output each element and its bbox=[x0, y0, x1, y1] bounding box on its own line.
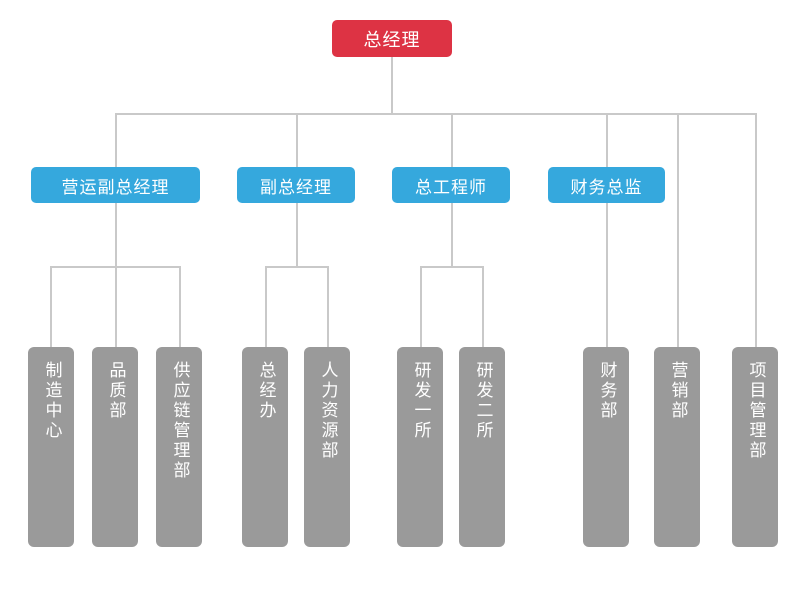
connector-stem-fuzong bbox=[296, 202, 298, 266]
node-dept-human-resources[interactable]: 人力资源部 bbox=[304, 347, 350, 547]
node-dept-gm-office[interactable]: 总经办 bbox=[242, 347, 288, 547]
node-level2-cfo[interactable]: 财务总监 bbox=[548, 167, 665, 203]
node-label: 财务总监 bbox=[570, 177, 643, 198]
connector-drop-fuzong bbox=[296, 113, 298, 167]
connector-drop-yanfaersuo bbox=[482, 266, 484, 347]
node-dept-manufacturing-center[interactable]: 制造中心 bbox=[28, 347, 74, 547]
connector-main-bus bbox=[115, 113, 756, 115]
node-label: 总经理 bbox=[363, 29, 421, 51]
node-label: 副总经理 bbox=[260, 177, 332, 198]
node-label: 人力资源部 bbox=[317, 361, 338, 461]
node-label: 营销部 bbox=[667, 361, 688, 421]
connector-stem-yunying bbox=[115, 202, 117, 266]
node-level2-operations-vp[interactable]: 营运副总经理 bbox=[31, 167, 200, 203]
node-label: 供应链管理部 bbox=[169, 361, 190, 481]
connector-drop-yanfayisuo bbox=[420, 266, 422, 347]
connector-stem-gongchengshi bbox=[451, 202, 453, 266]
connector-drop-xiangmuguanli bbox=[755, 113, 757, 347]
node-dept-rnd-institute-1[interactable]: 研发一所 bbox=[397, 347, 443, 547]
connector-drop-zhizaozhongxin bbox=[50, 266, 52, 347]
node-level2-chief-engineer[interactable]: 总工程师 bbox=[392, 167, 510, 203]
node-label: 项目管理部 bbox=[745, 361, 766, 461]
node-dept-supply-chain-management[interactable]: 供应链管理部 bbox=[156, 347, 202, 547]
connector-drop-yingxiaobu bbox=[677, 113, 679, 347]
connector-drop-gongchengshi bbox=[451, 113, 453, 167]
connector-root-stem bbox=[391, 57, 393, 113]
node-dept-quality[interactable]: 品质部 bbox=[92, 347, 138, 547]
node-label: 品质部 bbox=[105, 361, 126, 421]
node-label: 研发一所 bbox=[410, 361, 431, 441]
node-dept-marketing[interactable]: 营销部 bbox=[654, 347, 700, 547]
node-dept-rnd-institute-2[interactable]: 研发二所 bbox=[459, 347, 505, 547]
node-label: 制造中心 bbox=[41, 361, 62, 441]
connector-drop-zongjingban bbox=[265, 266, 267, 347]
connector-drop-yunying bbox=[115, 113, 117, 167]
connector-bus-fuzong bbox=[265, 266, 329, 268]
connector-drop-pinzhibu bbox=[115, 266, 117, 347]
node-label: 营运副总经理 bbox=[61, 177, 170, 198]
connector-drop-renliziyuan bbox=[327, 266, 329, 347]
node-label: 总工程师 bbox=[415, 177, 487, 198]
node-level2-deputy-gm[interactable]: 副总经理 bbox=[237, 167, 355, 203]
node-label: 研发二所 bbox=[472, 361, 493, 441]
connector-drop-caiwubu bbox=[606, 202, 608, 347]
node-label: 总经办 bbox=[255, 361, 276, 421]
connector-drop-gongyinglian bbox=[179, 266, 181, 347]
node-dept-finance[interactable]: 财务部 bbox=[583, 347, 629, 547]
connector-drop-caiwuzongjian bbox=[606, 113, 608, 167]
node-root-general-manager[interactable]: 总经理 bbox=[332, 20, 452, 57]
connector-bus-gongchengshi bbox=[420, 266, 484, 268]
node-label: 财务部 bbox=[596, 361, 617, 421]
node-dept-project-management[interactable]: 项目管理部 bbox=[732, 347, 778, 547]
